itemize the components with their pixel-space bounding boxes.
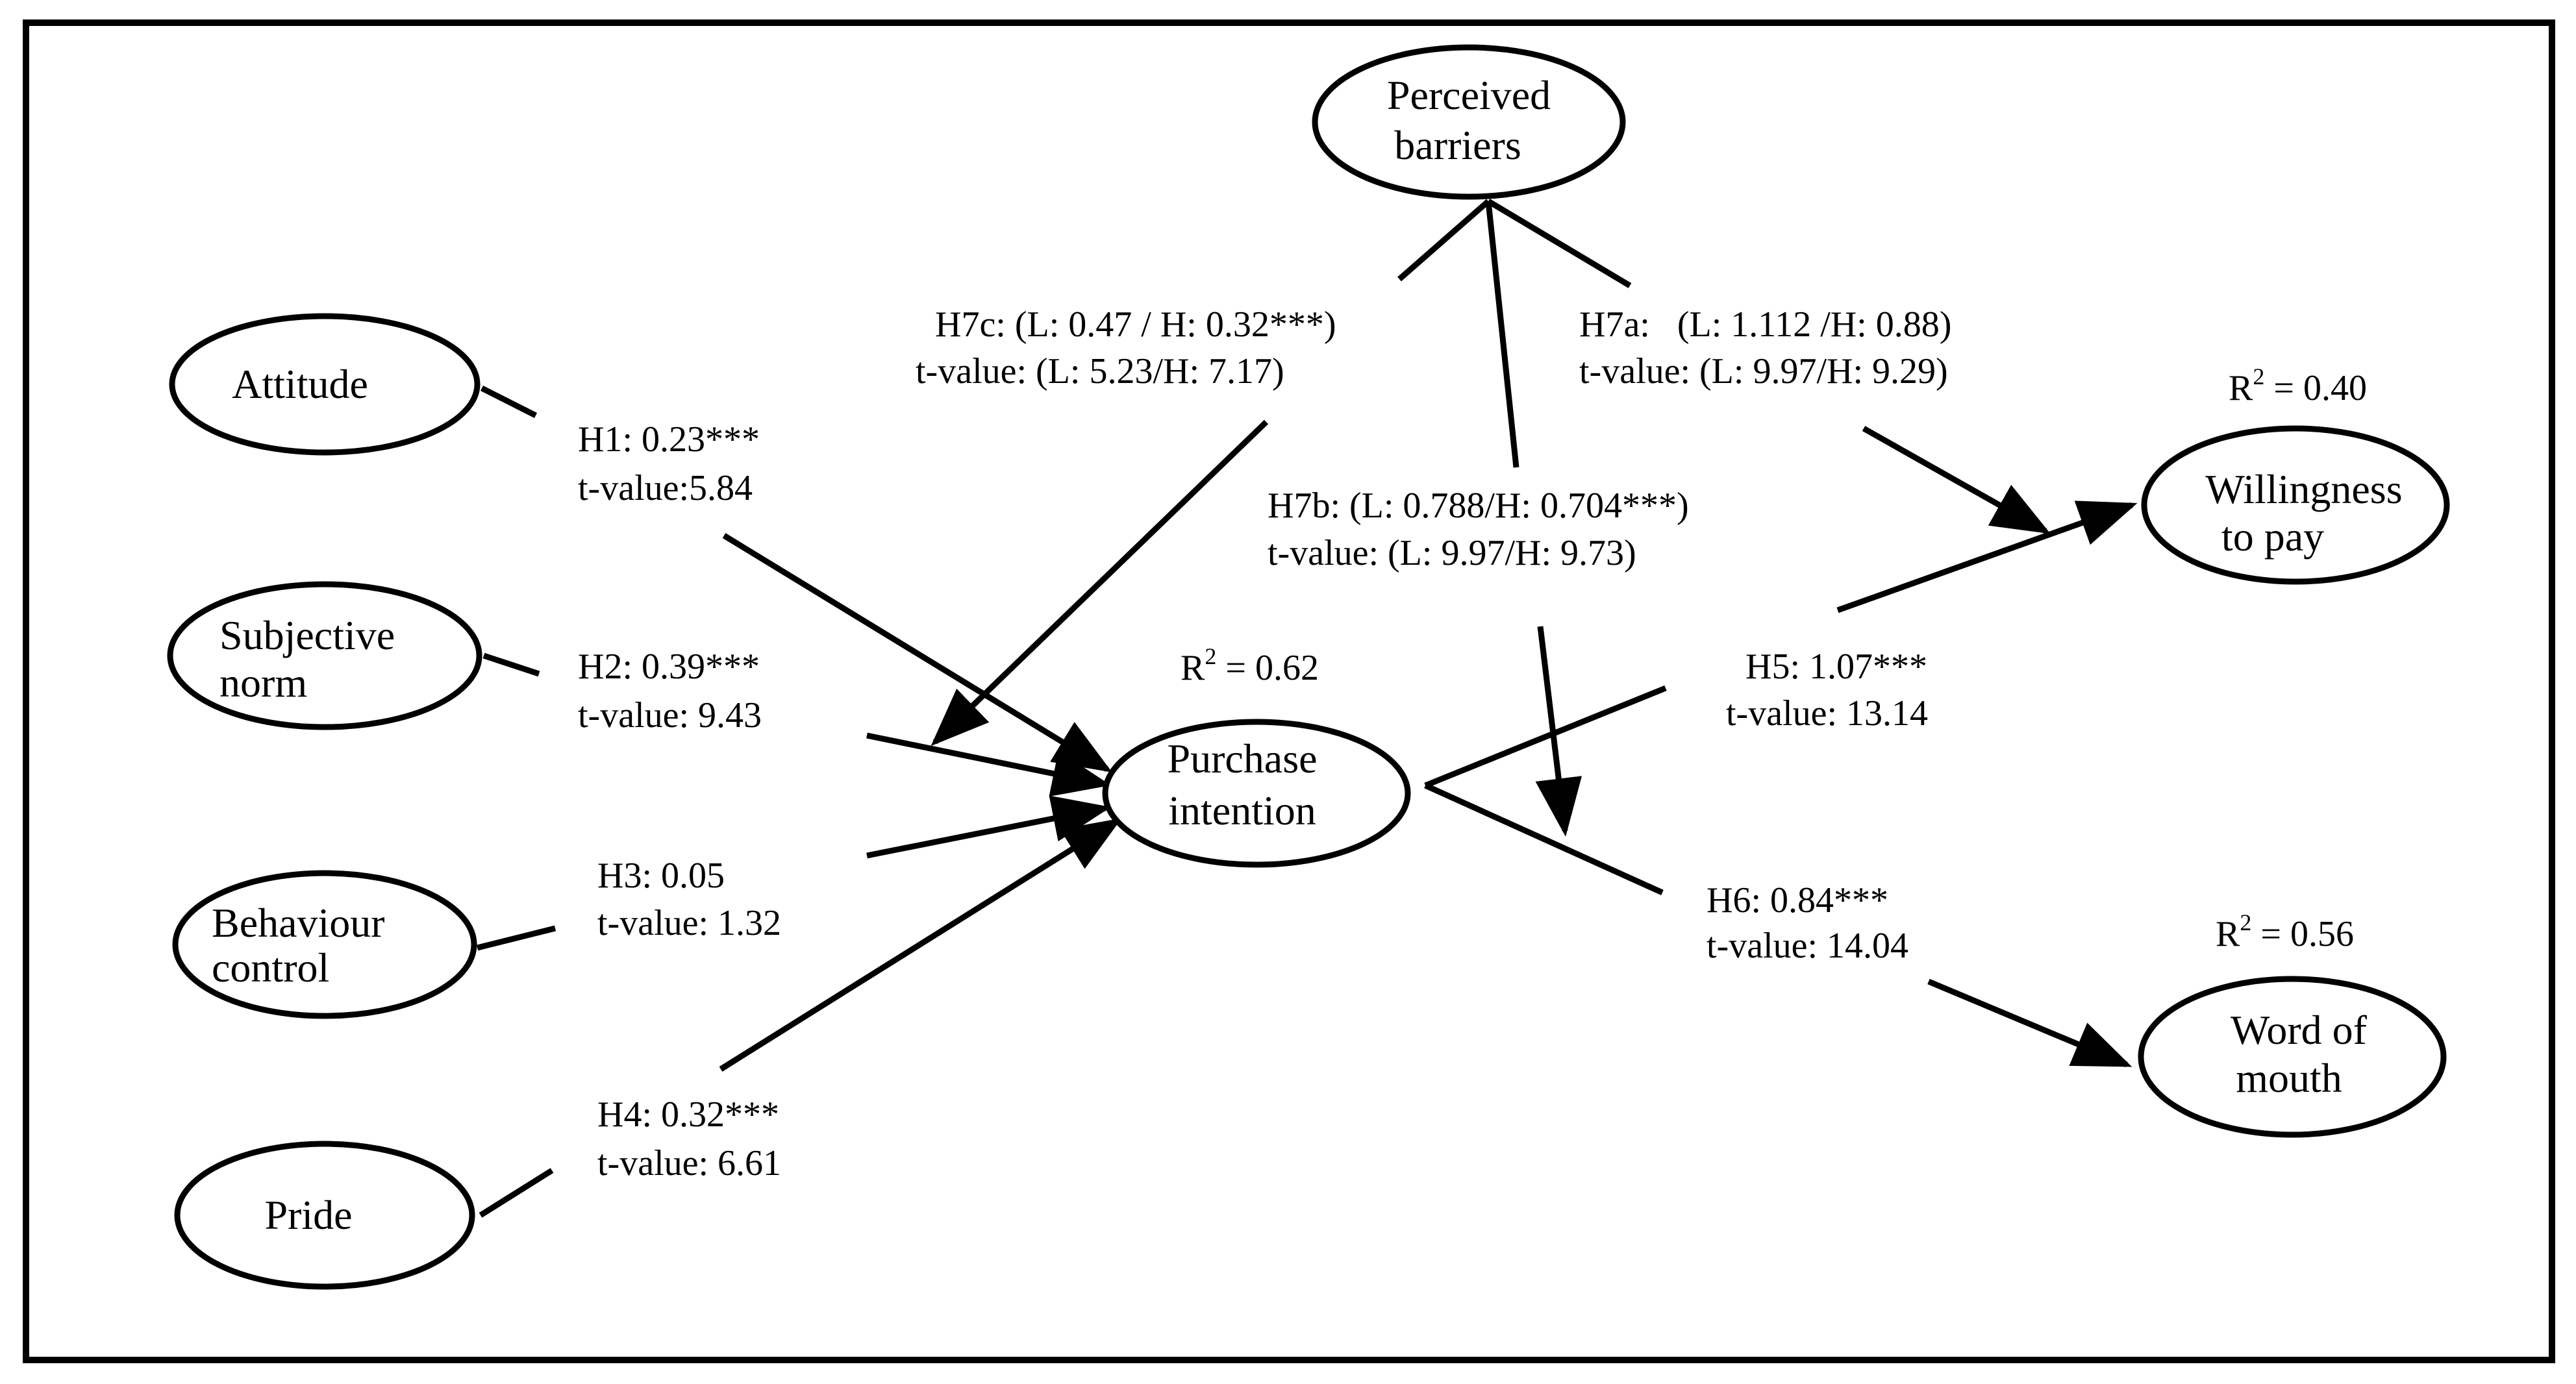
edge-h7c-line xyxy=(1397,199,1490,282)
path-h4-tvalue: t-value: 6.61 xyxy=(597,1143,781,1183)
edge-h7b-arrow xyxy=(1535,626,1582,837)
path-h6-tvalue: t-value: 14.04 xyxy=(1707,926,1908,966)
edge-h7b-line xyxy=(1485,201,1519,468)
path-h2-tvalue: t-value: 9.43 xyxy=(578,695,762,735)
path-label-h2: H2: 0.39*** t-value: 9.43 xyxy=(578,647,762,735)
node-pride-label: Pride xyxy=(264,1192,352,1238)
path-h1-tvalue: t-value:5.84 xyxy=(578,468,753,508)
edge-subjective-norm-line xyxy=(482,652,540,677)
edge-h3-arrow xyxy=(866,795,1111,859)
node-willingness-line1: Willingness xyxy=(2205,466,2402,512)
edge-h4-arrow xyxy=(719,818,1122,1072)
edge-h6-line xyxy=(1424,782,1664,896)
r2-purchase-intention: R2 = 0.62 xyxy=(1181,643,1319,688)
node-purchase-intention-line2: intention xyxy=(1168,787,1316,834)
node-willingness-line2: to pay xyxy=(2221,513,2324,560)
path-label-h7c: H7c: (L: 0.47 / H: 0.32***) t-value: (L:… xyxy=(916,304,1336,391)
edge-h1-arrow xyxy=(722,533,1112,772)
path-h7b-tvalue: t-value: (L: 9.97/H: 9.73) xyxy=(1268,533,1636,573)
edge-h7c-arrow xyxy=(931,419,1269,747)
path-h7c-coef: H7c: (L: 0.47 / H: 0.32***) xyxy=(935,304,1336,345)
path-h7c-tvalue: t-value: (L: 5.23/H: 7.17) xyxy=(916,351,1284,391)
edge-h7a-line xyxy=(1486,199,1632,288)
path-h3-coef: H3: 0.05 xyxy=(597,856,725,896)
path-h3-tvalue: t-value: 1.32 xyxy=(597,903,781,943)
node-subjective-norm: Subjective norm xyxy=(167,581,482,730)
edge-pride-line xyxy=(479,1168,554,1218)
path-label-h4: H4: 0.32*** t-value: 6.61 xyxy=(597,1094,781,1183)
path-h4-coef: H4: 0.32*** xyxy=(597,1094,779,1135)
node-attitude: Attitude xyxy=(169,313,481,456)
path-label-h5: H5: 1.07*** t-value: 13.14 xyxy=(1726,647,1928,734)
node-word-of-mouth-line1: Word of xyxy=(2231,1007,2368,1053)
path-h2-coef: H2: 0.39*** xyxy=(578,647,760,687)
node-perceived-barriers-line1: Perceived xyxy=(1387,72,1551,118)
edge-h5-line xyxy=(1424,685,1667,789)
edge-h5-arrow xyxy=(1836,500,2138,613)
path-label-h1: H1: 0.23*** t-value:5.84 xyxy=(578,419,760,508)
node-behaviour-control-line2: control xyxy=(212,945,329,991)
node-purchase-intention: Purchase intention xyxy=(1102,719,1411,868)
node-word-of-mouth-line2: mouth xyxy=(2236,1055,2342,1101)
edges xyxy=(476,199,2138,1218)
path-h6-coef: H6: 0.84*** xyxy=(1707,880,1888,921)
node-behaviour-control: Behaviour control xyxy=(172,870,477,1019)
path-h7a-tvalue: t-value: (L: 9.97/H: 9.29) xyxy=(1579,351,1948,391)
edge-attitude-line xyxy=(480,385,538,419)
path-h1-coef: H1: 0.23*** xyxy=(578,419,760,460)
path-h7b-coef: H7b: (L: 0.788/H: 0.704***) xyxy=(1268,486,1689,526)
path-label-h6: H6: 0.84*** t-value: 14.04 xyxy=(1707,880,1908,966)
edge-behaviour-control-line xyxy=(476,925,556,951)
node-purchase-intention-line1: Purchase xyxy=(1167,735,1317,782)
node-attitude-label: Attitude xyxy=(232,361,368,407)
node-subjective-norm-line2: norm xyxy=(219,660,307,706)
edge-h7a-arrow xyxy=(1862,426,2051,534)
r2-word-of-mouth: R2 = 0.56 xyxy=(2216,909,2354,954)
path-h5-coef: H5: 1.07*** xyxy=(1745,647,1927,687)
diagram-frame xyxy=(23,19,2555,1363)
node-word-of-mouth: Word of mouth xyxy=(2138,976,2447,1138)
node-perceived-barriers: Perceived barriers xyxy=(1312,44,1626,200)
edge-h6-arrow xyxy=(1927,978,2132,1068)
node-pride: Pride xyxy=(174,1141,475,1290)
node-subjective-norm-line1: Subjective xyxy=(219,612,395,658)
node-perceived-barriers-line2: barriers xyxy=(1394,122,1521,168)
r2-willingness-to-pay: R2 = 0.40 xyxy=(2229,364,2367,408)
path-label-h7a: H7a: (L: 1.112 /H: 0.88) t-value: (L: 9.… xyxy=(1579,304,1951,391)
path-h7a-coef: H7a: (L: 1.112 /H: 0.88) xyxy=(1579,304,1951,345)
node-willingness-to-pay: Willingness to pay xyxy=(2141,425,2450,585)
path-h5-tvalue: t-value: 13.14 xyxy=(1726,693,1928,734)
path-label-h7b: H7b: (L: 0.788/H: 0.704***) t-value: (L:… xyxy=(1268,486,1689,573)
node-behaviour-control-line1: Behaviour xyxy=(212,900,385,946)
path-label-h3: H3: 0.05 t-value: 1.32 xyxy=(597,856,781,943)
edge-h2-arrow xyxy=(866,732,1111,797)
